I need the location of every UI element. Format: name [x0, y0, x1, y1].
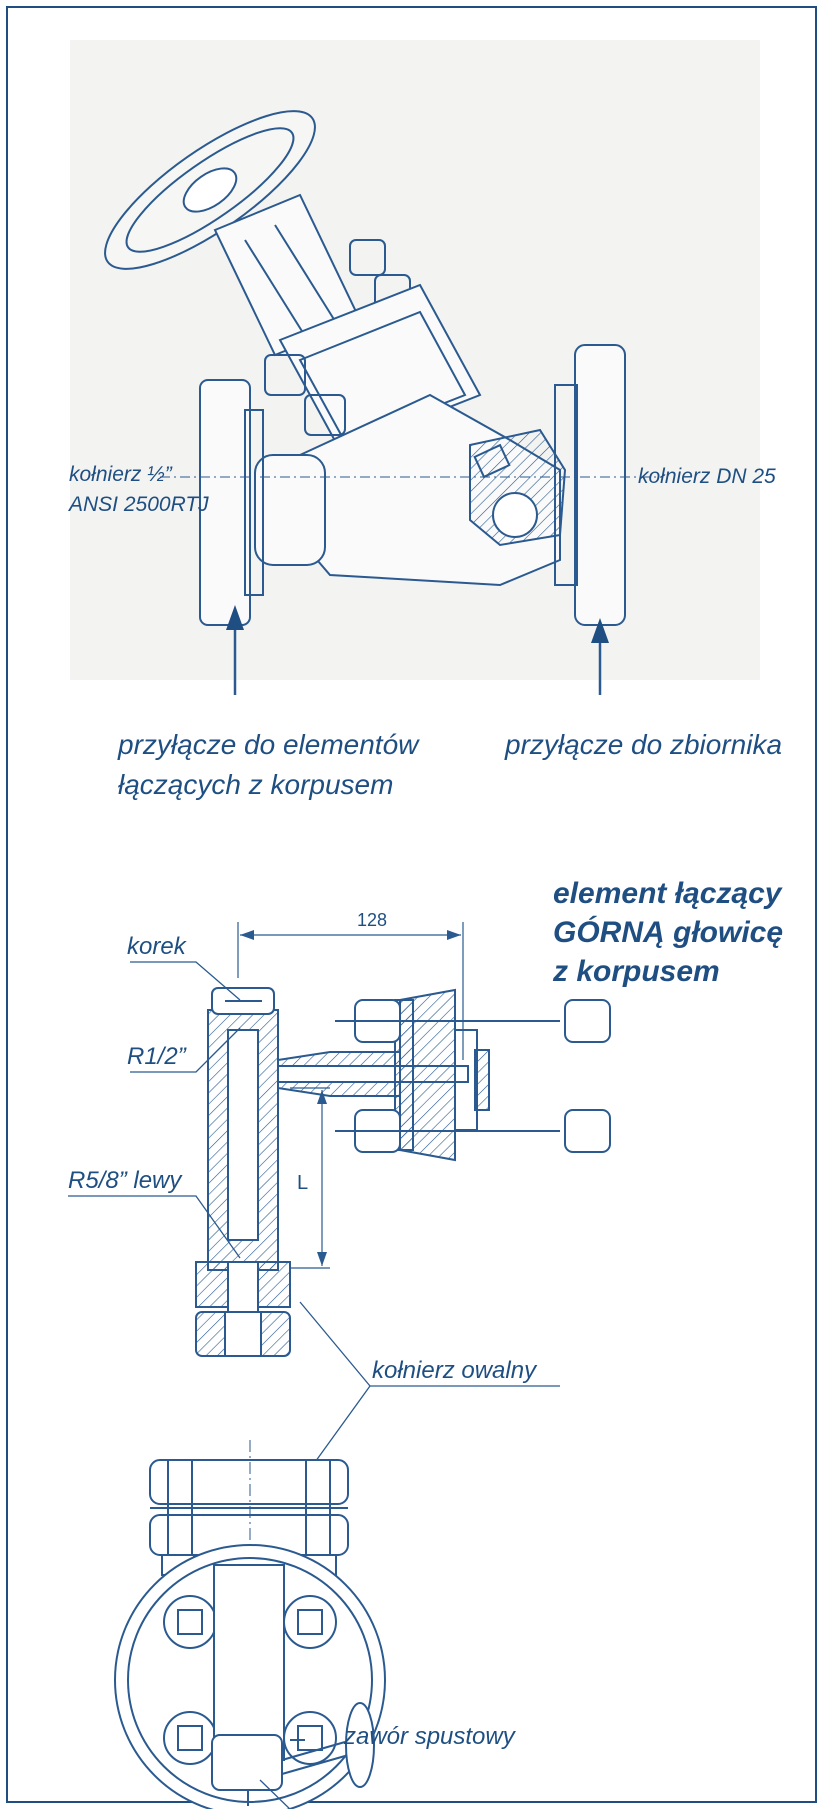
- dimension-128: 128: [357, 910, 388, 930]
- section-title-line3: z korpusem: [553, 955, 720, 988]
- connection-element-drawing: [68, 922, 611, 1477]
- page-frame: [6, 6, 817, 1803]
- label-connection-tank: przyłącze do zbiornika: [505, 729, 783, 760]
- arrow-right-connection: [591, 618, 609, 695]
- callout-oval-flange: kołnierz owalny: [372, 1357, 537, 1384]
- label-flange-right: kołnierz DN 25: [638, 465, 776, 488]
- arrow-left-connection: [226, 605, 244, 695]
- callout-r58: R5/8” lewy: [68, 1167, 182, 1194]
- y-valve-drawing: [104, 110, 660, 626]
- dimension-L: L: [297, 1172, 309, 1194]
- label-flange-left-line1: kołnierz ½”: [69, 463, 172, 486]
- front-view-drawing: [114, 1440, 386, 1809]
- callout-drain-valve: zawór spustowy: [344, 1723, 515, 1750]
- label-connection-elements-line1: przyłącze do elementów: [118, 729, 419, 760]
- label-connection-elements-line2: łączących z korpusem: [118, 769, 394, 800]
- section-title-line2: GÓRNĄ głowicę: [553, 916, 784, 949]
- section-title-line1: element łączący: [553, 877, 782, 910]
- label-flange-left-line2: ANSI 2500RTJ: [69, 493, 209, 516]
- callout-r12: R1/2”: [127, 1043, 186, 1070]
- callout-korek: korek: [127, 933, 186, 960]
